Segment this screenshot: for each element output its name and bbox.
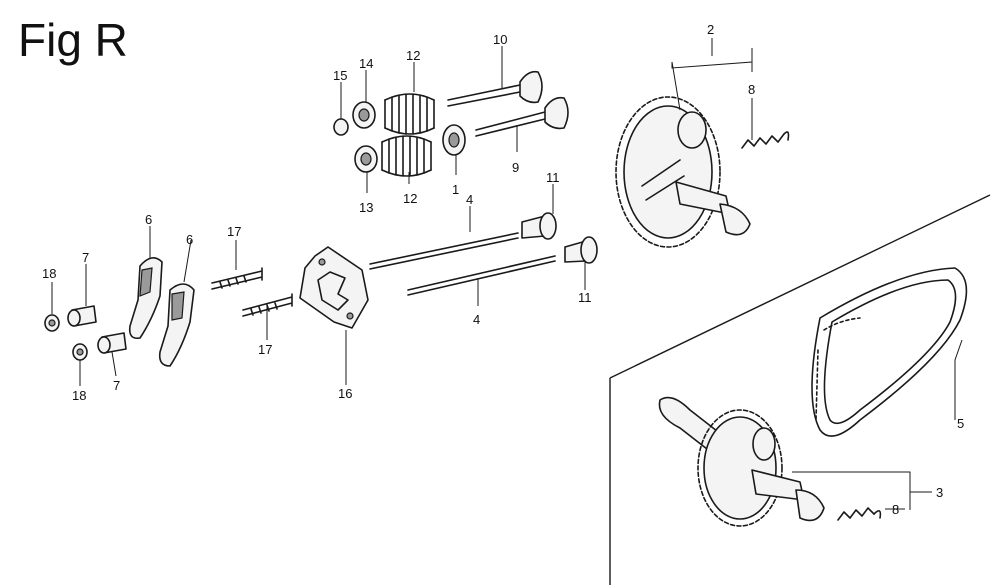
callout-6-right: 6	[186, 232, 193, 247]
callout-7-lower: 7	[113, 378, 120, 393]
exhaust-valve-9	[475, 96, 569, 137]
rocker-pivot-7-upper	[67, 305, 97, 327]
callout-8-lower: 8	[892, 502, 899, 517]
callout-6-left: 6	[145, 212, 152, 227]
callout-labels: 15 14 12 10 2 8 9 1 12 13 11 4 4 11 17 1…	[42, 22, 964, 517]
camshaft-gear-3	[658, 396, 825, 527]
callout-4-upper: 4	[466, 192, 473, 207]
callout-12-upper: 12	[406, 48, 420, 63]
callout-11-upper: 11	[546, 170, 560, 185]
pivot-nut-18-upper	[44, 314, 60, 332]
stud-bolt-17-lower	[242, 293, 293, 317]
callout-3: 3	[936, 485, 943, 500]
callout-16: 16	[338, 386, 352, 401]
callout-14: 14	[359, 56, 373, 71]
callout-9: 9	[512, 160, 519, 175]
rocker-arm-6-left	[128, 257, 163, 340]
intake-valve-10	[447, 70, 543, 107]
callout-5: 5	[957, 416, 964, 431]
callout-7-upper: 7	[82, 250, 89, 265]
callout-2: 2	[707, 22, 714, 37]
callout-15: 15	[333, 68, 347, 83]
figure-title: Fig R	[18, 14, 128, 66]
pivot-nut-18-lower	[72, 343, 88, 361]
timing-chain-5	[811, 267, 968, 437]
valve-spring-12-upper	[384, 93, 435, 135]
rocker-pivot-7-lower	[97, 332, 127, 354]
stud-bolt-17-upper	[211, 267, 263, 290]
push-rod-4-lower	[407, 255, 556, 296]
callout-11-lower: 11	[578, 290, 592, 305]
valve-retainer-13	[354, 145, 378, 173]
push-rod-guide-plate-16	[299, 246, 369, 329]
camshaft-gear-2	[615, 96, 751, 248]
callout-1: 1	[452, 182, 459, 197]
callout-4-lower: 4	[473, 312, 480, 327]
tappet-11-upper	[521, 212, 557, 240]
callout-18-upper: 18	[42, 266, 56, 281]
callout-12-lower: 12	[403, 191, 417, 206]
callout-18-lower: 18	[72, 388, 86, 403]
inset-panel-border	[609, 194, 991, 585]
valve-stem-seal-1	[442, 124, 466, 156]
callout-17-lower: 17	[258, 342, 272, 357]
valve-retainer-14	[352, 101, 376, 129]
callout-17-upper: 17	[227, 224, 241, 239]
callout-13: 13	[359, 200, 373, 215]
push-rod-4-upper	[369, 232, 519, 270]
valve-spring-12-lower	[381, 135, 432, 177]
tappet-11-lower	[564, 236, 598, 264]
decompressor-spring-8-upper	[741, 131, 790, 149]
callout-10: 10	[493, 32, 507, 47]
decompressor-spring-8-lower	[837, 507, 882, 521]
rocker-arm-6-right	[158, 283, 195, 367]
callout-8-upper: 8	[748, 82, 755, 97]
valve-keeper-15	[333, 118, 349, 136]
leader-lines	[51, 38, 963, 510]
